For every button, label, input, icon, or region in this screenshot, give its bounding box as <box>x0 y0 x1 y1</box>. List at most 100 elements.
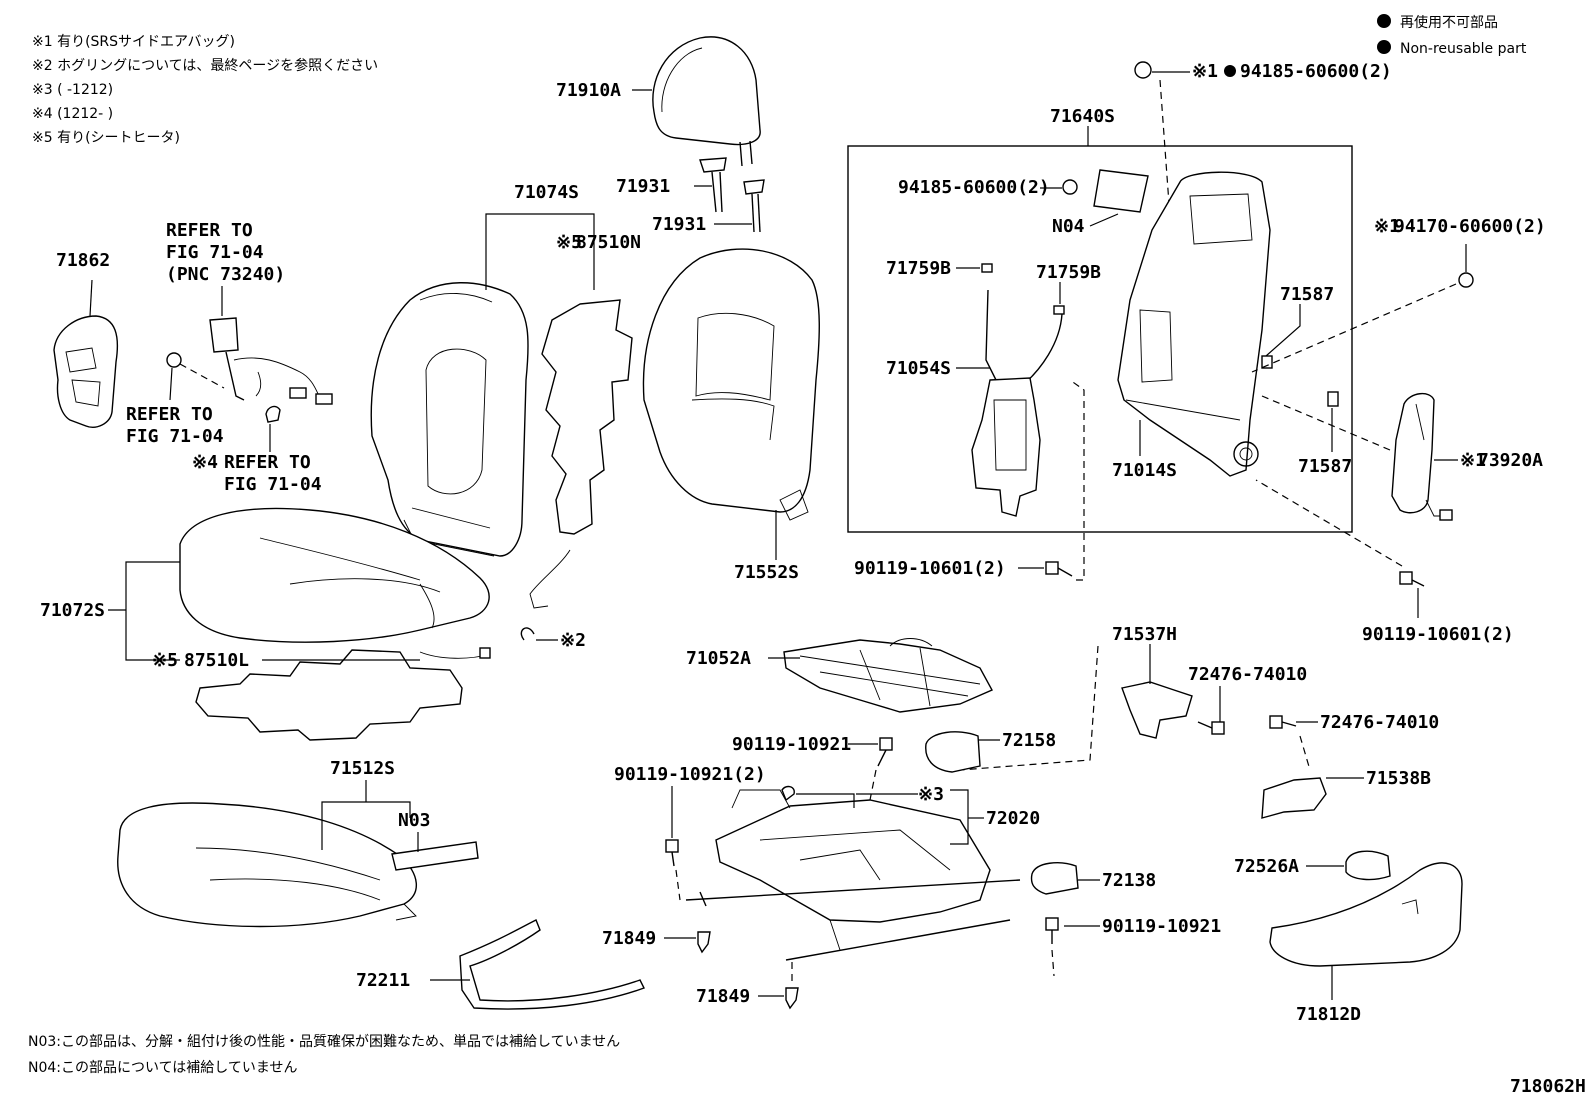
bolt-drawing <box>1045 917 1059 944</box>
mark-top-part: ※1 <box>1192 61 1218 82</box>
seatback-heater-drawing <box>529 299 633 609</box>
nonreusable-en: Non-reusable part <box>1400 41 1527 57</box>
label-71759B-b: 71759B <box>1036 262 1101 283</box>
bracket-71538b-drawing <box>1261 777 1327 819</box>
cover-72138-drawing <box>1030 862 1079 895</box>
inner-nut-drawing <box>1062 179 1078 195</box>
note-1: ※1 有り(SRSサイドエアバッグ) <box>32 34 235 50</box>
top-nut-drawing <box>1134 61 1152 79</box>
bracket-71537h-drawing <box>1121 681 1193 739</box>
clip-3-drawing <box>781 785 795 802</box>
headrest-drawing <box>652 36 761 167</box>
refer2-line2: FIG 71-04 <box>126 426 224 447</box>
label-72476-lower: 72476-74010 <box>1320 712 1439 733</box>
label-71072S: 71072S <box>40 600 105 621</box>
label-72211: 72211 <box>356 970 410 991</box>
label-90119-10601-right: 90119-10601(2) <box>1362 624 1514 645</box>
bolt-drawing <box>1045 561 1073 577</box>
mark-refer3: ※4 <box>192 452 218 473</box>
cushion-heater-drawing <box>195 647 491 741</box>
label-71538B: 71538B <box>1366 768 1431 789</box>
label-90119-10921-2: 90119-10921(2) <box>614 764 766 785</box>
label-71849-lower: 71849 <box>696 986 750 1007</box>
bullet-icon <box>1377 40 1391 54</box>
label-72158: 72158 <box>1002 730 1056 751</box>
clip-71849-drawing <box>785 987 799 1010</box>
buckle-drawing <box>209 317 333 405</box>
bolt-drawing <box>877 737 893 767</box>
label-71640S: 71640S <box>1050 106 1115 127</box>
seat-adjuster-drawing <box>685 789 1021 961</box>
mark-87510L: ※5 <box>152 650 178 671</box>
label-71862: 71862 <box>56 250 110 271</box>
cushion-spring-drawing <box>783 638 993 713</box>
note-5: ※5 有り(シートヒータ) <box>32 130 180 146</box>
refer1-line3: (PNC 73240) <box>166 264 285 285</box>
nonreusable-jp: 再使用不可部品 <box>1400 14 1498 31</box>
refer2-line1: REFER TO <box>126 404 213 425</box>
bracket-n04-drawing <box>1093 169 1149 213</box>
label-87510N: 87510N <box>576 232 641 253</box>
clip-71759b-drawing <box>981 263 993 273</box>
label-90119-10921-right: 90119-10921 <box>1102 916 1221 937</box>
label-71537H: 71537H <box>1112 624 1177 645</box>
clip-71849-drawing <box>697 931 711 954</box>
figure-id: 718062H <box>1510 1076 1586 1097</box>
lumbar-support-drawing <box>971 289 1063 517</box>
clip-drawing <box>265 405 281 423</box>
cushion-cover-drawing <box>179 507 490 643</box>
nut-drawing <box>166 352 182 368</box>
seatback-pad-drawing <box>642 248 820 521</box>
label-71759B-a: 71759B <box>886 258 951 279</box>
side-cover-drawing <box>53 315 119 428</box>
label-94185-inner: 94185-60600(2) <box>898 177 1050 198</box>
refer1-line2: FIG 71-04 <box>166 242 264 263</box>
label-71014S: 71014S <box>1112 460 1177 481</box>
frame-assembly-box <box>847 145 1353 533</box>
label-94185-top: 94185-60600(2) <box>1240 61 1392 82</box>
wire-72211-drawing <box>459 919 645 1010</box>
note-2: ※2 ホグリングについては、最終ページを参照ください <box>32 57 378 74</box>
notes-legend: ※1 有り(SRSサイドエアバッグ) ※2 ホグリングについては、最終ページを参… <box>32 34 378 146</box>
label-71512S: 71512S <box>330 758 395 779</box>
mark-94170: ※1 <box>1374 216 1400 237</box>
note-4: ※4 (1212- ) <box>32 106 113 122</box>
label-72476-upper: 72476-74010 <box>1188 664 1307 685</box>
label-71052A: 71052A <box>686 648 751 669</box>
mark-73920A: ※1 <box>1460 450 1486 471</box>
knob-72526a-drawing <box>1345 850 1391 881</box>
cover-72158-drawing <box>925 731 981 773</box>
clip-71759b-drawing <box>1053 305 1065 315</box>
part-n03-drawing <box>391 841 479 871</box>
refer1-line1: REFER TO <box>166 220 253 241</box>
label-71812D: 71812D <box>1296 1004 1361 1025</box>
mark-3: ※3 <box>918 784 944 805</box>
label-71587-upper: 71587 <box>1280 284 1334 305</box>
label-73920A: 73920A <box>1478 450 1543 471</box>
label-90119-10921-upper: 90119-10921 <box>732 734 851 755</box>
label-71074S: 71074S <box>514 182 579 203</box>
label-71910A: 71910A <box>556 80 621 101</box>
seatback-cover-drawing <box>370 282 529 557</box>
refer3-line2: FIG 71-04 <box>224 474 322 495</box>
bolt-drawing <box>1399 571 1425 587</box>
nonreusable-legend: 再使用不可部品 Non-reusable part <box>1377 14 1527 57</box>
refer3-line1: REFER TO <box>224 452 311 473</box>
nut-94170-drawing <box>1458 272 1474 288</box>
note-3: ※3 ( -1212) <box>32 82 113 98</box>
headrest-guide-drawing <box>699 157 765 233</box>
label-71849-upper: 71849 <box>602 928 656 949</box>
label-N04: N04 <box>1052 216 1085 237</box>
label-87510L: 87510L <box>184 650 249 671</box>
label-72526A: 72526A <box>1234 856 1299 877</box>
label-90119-10601-left: 90119-10601(2) <box>854 558 1006 579</box>
label-71552S: 71552S <box>734 562 799 583</box>
bolt-drawing <box>1197 721 1225 735</box>
label-72020: 72020 <box>986 808 1040 829</box>
hog-ring-drawing <box>520 627 535 641</box>
side-airbag-drawing <box>1391 393 1453 521</box>
label-72138: 72138 <box>1102 870 1156 891</box>
label-N03: N03 <box>398 810 431 831</box>
